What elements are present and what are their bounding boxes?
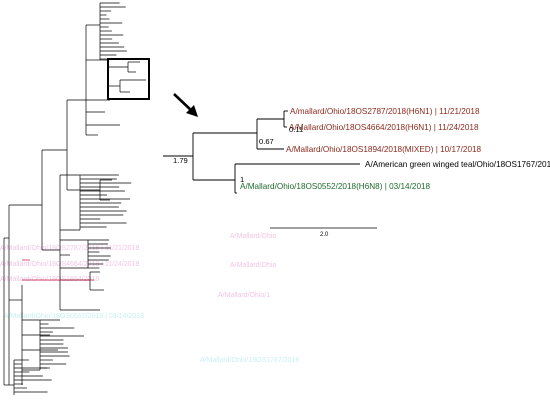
faded-taxon-label: A/Mallard/Ohio — [230, 233, 276, 240]
scale-bar: 2.0 — [270, 227, 377, 238]
taxon-label: A/American green winged teal/Ohio/18OS17… — [365, 160, 550, 169]
taxon-label: A/Mallard/Ohio/18OS4664/2018(H6N1) | 11/… — [289, 123, 479, 132]
overview-tree — [3, 2, 146, 395]
node-support-label: 0.67 — [259, 137, 274, 146]
node-support-label: 0.11 — [289, 125, 303, 134]
faded-taxon-label: A/Mallard/Ohio/18OS4664/2018 | 11/24/201… — [0, 261, 140, 268]
taxon-label: A/Mallard/Ohio/18OS1894/2018(MIXED) | 10… — [286, 145, 482, 154]
faded-taxon-label: A/Mallard/Ohio/18OS1894/2018 — [0, 276, 99, 283]
zoom-branches — [163, 110, 360, 194]
node-support-label: 1 — [240, 175, 244, 184]
faded-taxon-label: A/Mallard/Ohio/1 — [218, 292, 270, 299]
faded-taxon-label: A/Mallard/Ohio/18OS0552/2018 | 03/14/201… — [4, 313, 144, 320]
overview-faded-labels: A/Mallard/Ohio/18OS2787/2018 | 11/21/201… — [0, 233, 299, 364]
taxon-label: A/mallard/Ohio/18OS2787/2018(H6N1) | 11/… — [290, 107, 480, 116]
selection-box — [107, 58, 150, 100]
scale-bar-label: 2.0 — [320, 232, 329, 238]
arrow-down-right-icon — [173, 93, 198, 117]
faded-taxon-label: A/Mallard/Ohio — [230, 262, 276, 269]
taxon-label: A/Mallard/Ohio/18OS0552/2018(H6N8) | 03/… — [240, 182, 431, 191]
faded-taxon-label: A/Mallard/Ohio/18OS2787/2018 | 11/21/201… — [0, 245, 140, 252]
zoomed-subtree: A/mallard/Ohio/18OS2787/2018(H6N1) | 11/… — [163, 107, 550, 238]
faded-taxon-label: A/Mallard/Ohio/18OS1767/2018 — [200, 357, 299, 364]
node-support-label: 1.79 — [173, 156, 188, 165]
